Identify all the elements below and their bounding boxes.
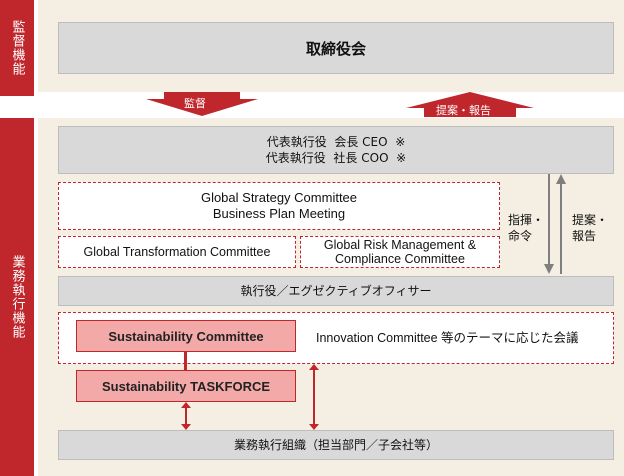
- board-title: 取締役会: [305, 39, 366, 58]
- executive-officers-text: 執行役／エグゼクティブオフィサー: [240, 284, 432, 298]
- innovation-text: Innovation Committee 等のテーマに応じた会議: [316, 331, 579, 345]
- command-arrow-down-head: [544, 264, 554, 274]
- supervision-label: 監督機能: [0, 0, 34, 96]
- executive-officers-box: 執行役／エグゼクティブオフィサー: [58, 276, 614, 306]
- report-note: 提案・ 報告: [572, 212, 620, 244]
- org-box: 業務執行組織（担当部門／子会社等）: [58, 430, 614, 460]
- sustainability-committee-text: Sustainability Committee: [108, 328, 264, 344]
- org-text: 業務執行組織（担当部門／子会社等）: [233, 438, 438, 452]
- global-strategy-line2: Business Plan Meeting: [212, 206, 346, 221]
- command-arrows: [544, 174, 566, 274]
- global-risk-box: Global Risk Management & Compliance Comm…: [300, 236, 500, 268]
- instruction-note: 指揮・ 命令: [508, 212, 548, 244]
- taskforce-org-arrow-head-down: [181, 424, 191, 430]
- ceo-box: 代表執行役 会長 CEO ※ 代表執行役 社長 COO ※: [58, 126, 614, 174]
- supervise-arrow-label: 監督: [184, 97, 206, 110]
- taskforce-box: Sustainability TASKFORCE: [76, 370, 296, 402]
- area-org-arrow-head-down: [309, 424, 319, 430]
- taskforce-org-arrow-head-up: [181, 402, 191, 408]
- area-org-arrow-head-up: [309, 364, 319, 370]
- global-transformation-text: Global Transformation Committee: [83, 245, 271, 259]
- board-box: 取締役会: [58, 22, 614, 74]
- ceo-line2: 代表執行役 社長 COO ※: [265, 151, 407, 165]
- committee-taskforce-connector: [184, 352, 187, 372]
- global-risk-line2: Compliance Committee: [335, 252, 465, 266]
- instruction-note-line2: 命令: [508, 229, 533, 243]
- supervise-arrow: [146, 92, 258, 116]
- global-strategy-box: Global Strategy Committee Business Plan …: [58, 182, 500, 230]
- taskforce-org-arrow: [181, 402, 191, 430]
- report-note-line2: 報告: [572, 229, 597, 243]
- sustainability-committee-box: Sustainability Committee: [76, 320, 296, 352]
- ceo-line1: 代表執行役 会長 CEO ※: [266, 135, 406, 149]
- report-note-line1: 提案・: [572, 213, 609, 227]
- global-strategy-line1: Global Strategy Committee: [200, 190, 358, 205]
- execution-label: 業務執行機能: [0, 118, 34, 476]
- global-risk-line1: Global Risk Management &: [323, 238, 477, 252]
- proposal-arrow-label: 提案・報告: [436, 104, 491, 117]
- global-transformation-box: Global Transformation Committee: [58, 236, 296, 268]
- proposal-arrow: [406, 92, 534, 117]
- report-arrow-up-head: [556, 174, 566, 184]
- area-org-arrow: [309, 364, 319, 430]
- supervise-arrow-shape: [146, 92, 258, 116]
- supervision-label-text: 監督機能: [9, 20, 25, 76]
- execution-label-text: 業務執行機能: [9, 255, 25, 339]
- instruction-note-line1: 指揮・: [508, 213, 545, 227]
- proposal-arrow-shape: [406, 92, 534, 117]
- taskforce-text: Sustainability TASKFORCE: [101, 378, 271, 394]
